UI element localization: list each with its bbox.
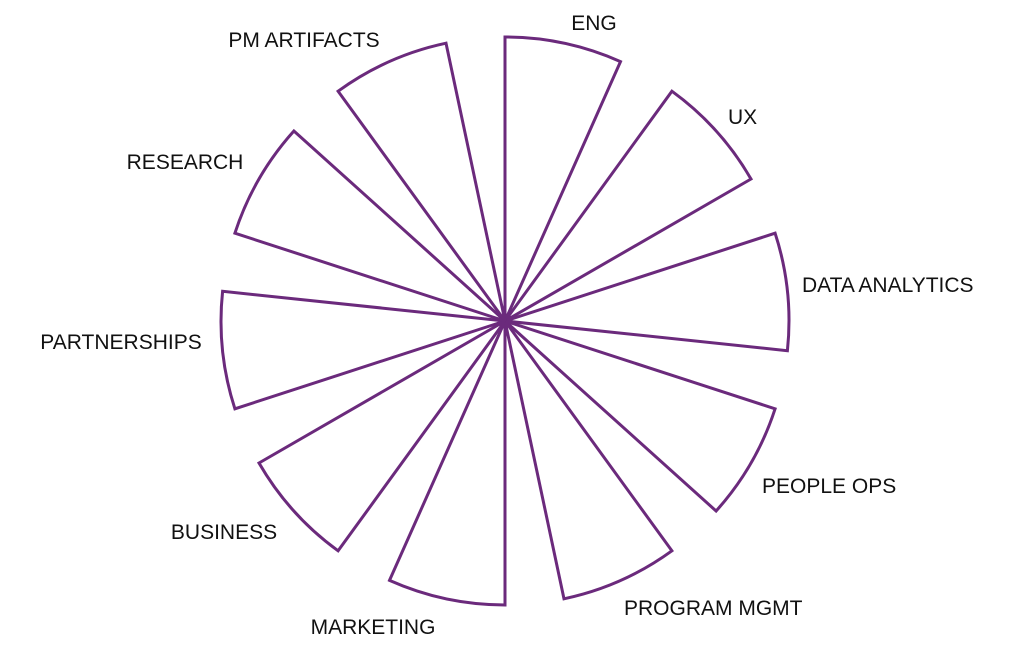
label-pm-artifacts: PM ARTIFACTS [228, 29, 379, 52]
petal-partnerships [219, 289, 506, 411]
petal-marketing [387, 320, 507, 607]
label-data-analytics: DATA ANALYTICS [802, 274, 974, 297]
petal-business [256, 319, 507, 553]
label-research: RESEARCH [127, 151, 244, 174]
petal-pm-artifacts [336, 41, 507, 322]
label-ux: UX [728, 106, 757, 129]
petal-data-analytics [504, 231, 791, 353]
petal-group [219, 35, 791, 607]
label-partnerships: PARTNERSHIPS [40, 331, 201, 354]
petal-research [233, 128, 507, 323]
petal-ux [503, 89, 754, 323]
petal-people-ops [503, 319, 777, 514]
label-marketing: MARKETING [311, 616, 436, 639]
label-eng: ENG [571, 12, 617, 35]
petal-eng [503, 35, 623, 322]
petal-program-mgmt [503, 320, 674, 601]
label-people-ops: PEOPLE OPS [762, 475, 896, 498]
label-program-mgmt: PROGRAM MGMT [624, 597, 803, 620]
label-business: BUSINESS [171, 521, 277, 544]
